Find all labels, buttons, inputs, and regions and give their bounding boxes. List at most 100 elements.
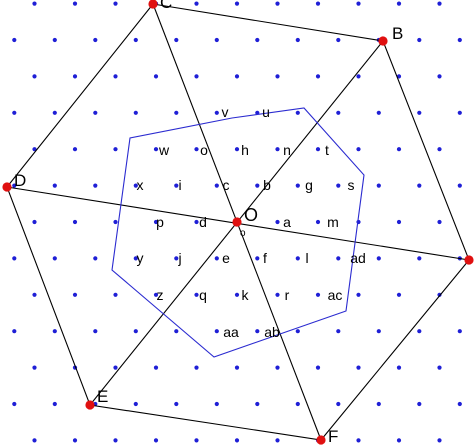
vertex-point [316,435,326,445]
lattice-dot [275,365,280,370]
lattice-dot [275,1,280,6]
cell-label: r [285,287,290,303]
lattice-dot [336,110,341,115]
origin-sub-label: o [240,228,246,239]
lattice-dot [214,329,219,334]
cell-label: w [158,142,170,158]
vertex-point [85,400,95,410]
lattice-dot [153,438,159,443]
lattice-dot [32,292,37,297]
cell-label: i [178,177,181,193]
lattice-dot [113,292,118,297]
lattice-dot [12,183,17,188]
lattice-dot [12,110,17,115]
lattice-dot [113,147,118,152]
cell-label: l [305,250,308,266]
lattice-dot [376,401,381,407]
lattice-dot [174,110,179,115]
cell-label: m [327,214,339,230]
lattice-dot [174,37,179,43]
lattice-dot [234,147,240,152]
lattice-dot [336,256,341,261]
lattice-dot [93,183,98,188]
lattice-dot [417,183,422,188]
lattice-dot [72,292,78,297]
lattice-dot [12,329,17,334]
lattice-dot [113,219,118,225]
lattice-dot [153,365,159,370]
lattice-dot [437,1,442,6]
cell-label: b [263,177,271,193]
cell-label: p [156,214,164,230]
cell-label: v [222,104,229,120]
lattice-dot [396,292,402,297]
lattice-dot [133,329,138,334]
lattice-dot [356,292,361,297]
lattice-dot [396,1,402,6]
lattice-dot [214,37,219,43]
cell-label: j [177,250,181,266]
lattice-dot [32,147,37,152]
cell-label: u [262,104,270,120]
lattice-dot [72,74,78,79]
cell-label: c [223,177,230,193]
lattice-dot [194,292,199,297]
lattice-dot [376,329,381,334]
lattice-dot [32,438,37,443]
lattice-dot [133,37,138,43]
vertex-point [378,36,388,46]
lattice-dot [72,1,78,6]
lattice-dot [295,110,300,115]
lattice-dot [153,292,159,297]
lattice-dot [52,110,57,115]
lattice-dot [174,329,179,334]
lattice-dot [255,183,260,188]
lattice-dot [437,219,442,225]
cell-label: a [283,214,291,230]
lattice-dot [194,438,199,443]
lattice-dot [194,74,199,79]
lattice-dot [214,256,219,261]
cell-label: n [283,142,291,158]
lattice-dot [93,256,98,261]
lattice-dot [356,1,361,6]
cell-label: y [137,250,144,266]
lattice-dot [315,147,321,152]
lattice-dot [457,401,462,407]
lattice-dot [336,183,341,188]
cell-label: o [200,142,208,158]
cell-label: s [348,177,355,193]
lattice-dot [457,37,462,43]
lattice-dot [52,329,57,334]
lattice-dot [417,37,422,43]
cell-label: z [157,287,164,303]
lattice-dot [396,219,402,225]
lattice-dot [295,256,300,261]
lattice-dot [417,329,422,334]
lattice-dot [93,110,98,115]
lattice-dot [214,110,219,115]
lattice-dot [32,74,37,79]
lattice-dot [12,37,17,43]
cell-label: d [199,214,207,230]
lattice-dot [336,401,341,407]
lattice-dot [32,1,37,6]
cell-label: h [241,142,249,158]
lattice-dot [417,110,422,115]
lattice-dot [72,438,78,443]
vertex-label-c: C [160,0,172,12]
cell-label: x [137,177,144,193]
cell-label: q [199,287,207,303]
vertex-label-b: B [392,24,403,43]
cell-label: aa [223,324,239,340]
lattice-dot [255,401,260,407]
lattice-dot [174,183,179,188]
lattice-dot [133,110,138,115]
lattice-dot [234,438,240,443]
lattice-dot [12,401,17,407]
lattice-dot [275,438,280,443]
